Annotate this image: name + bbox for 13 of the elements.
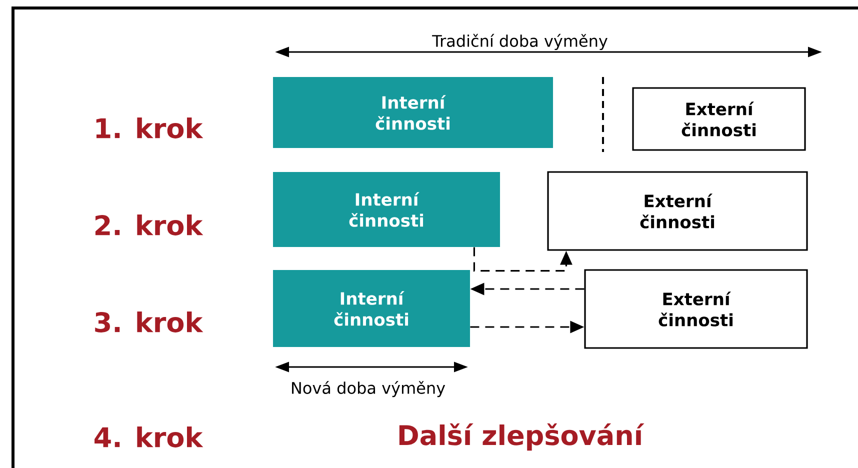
dimension-label: Nová doba výměny — [292, 380, 446, 398]
step-label: 4. krok — [94, 426, 204, 448]
external-activity-box: Externí činnosti — [547, 171, 808, 251]
step-label: Další zlepšování — [399, 423, 644, 451]
step-label: 2. krok — [95, 214, 204, 236]
internal-activity-box: Interní činnosti — [273, 270, 470, 347]
external-activity-box: Externí činnosti — [584, 269, 808, 349]
step-label: 1. krok — [96, 118, 204, 138]
internal-activity-box: Interní činnosti — [273, 172, 500, 247]
step-label: 3. krok — [95, 312, 204, 332]
internal-activity-box: Interní činnosti — [273, 77, 553, 148]
dimension-label: Tradiční doba výměny — [432, 34, 608, 50]
external-activity-box: Externí činnosti — [632, 87, 806, 151]
